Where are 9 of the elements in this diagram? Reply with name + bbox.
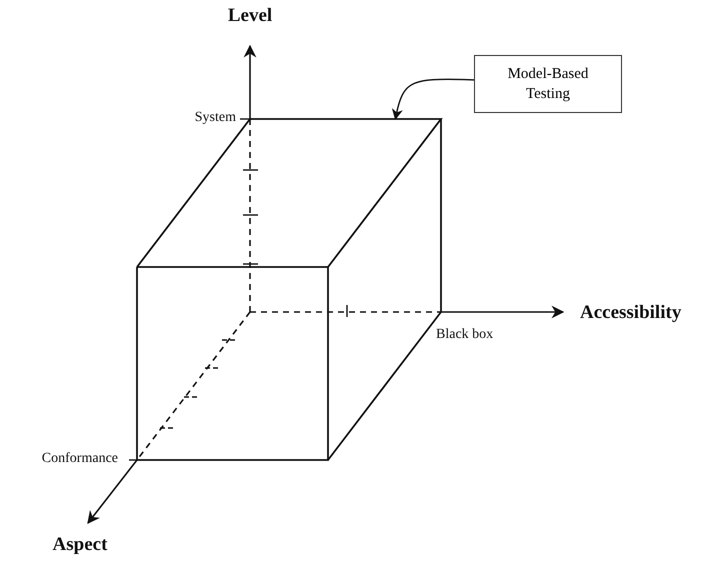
axis-value-label: Black box	[436, 327, 494, 343]
process-box	[474, 55, 622, 113]
leader-arrow	[392, 78, 474, 120]
axis-title: Aspect	[52, 534, 108, 556]
axis-title: Accessibility	[580, 302, 682, 324]
box-text: Model-Based Testing	[506, 64, 590, 104]
axis-title: Level	[228, 5, 272, 27]
axis-value-label: Conformance	[42, 451, 118, 467]
axis-value-label: System	[194, 110, 236, 126]
